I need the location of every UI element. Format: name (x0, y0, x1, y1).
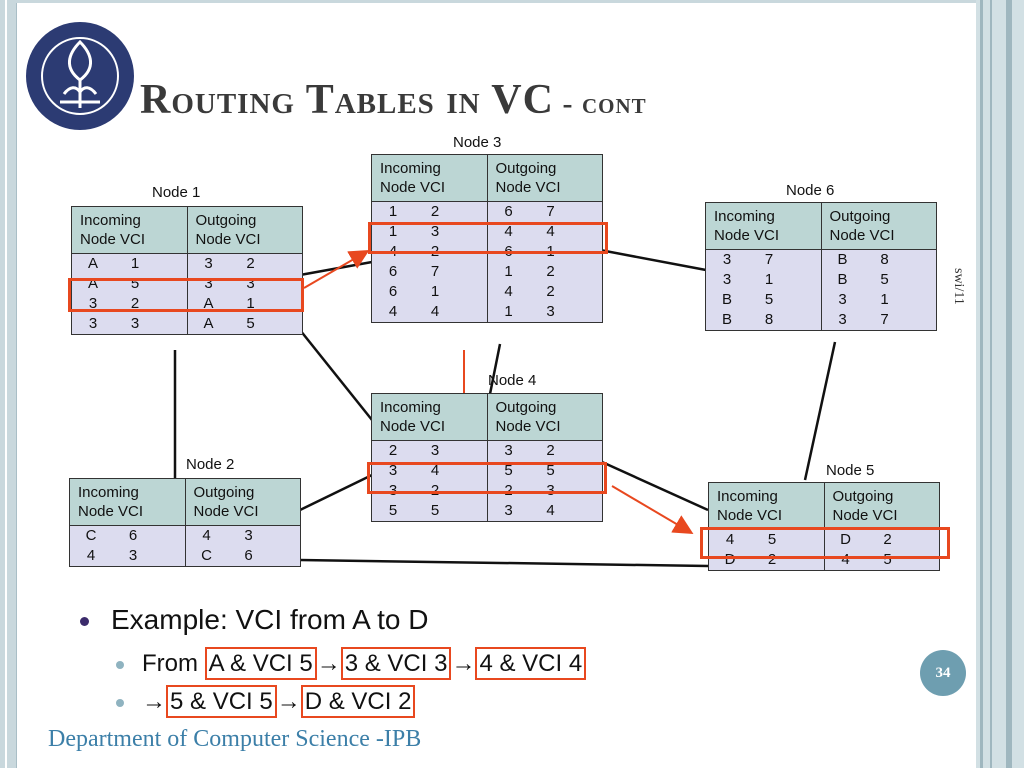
title-main: Routing Tables in VC (140, 77, 554, 123)
title-suffix: - cont (553, 87, 647, 120)
right-stripe (1006, 0, 1012, 768)
node3-label: Node 3 (453, 134, 502, 151)
left-border-line (5, 0, 7, 768)
left-border (0, 0, 17, 768)
arrow-glyph: → (142, 688, 166, 715)
page-number: 34 (920, 650, 966, 696)
right-border (976, 0, 1024, 768)
example-line1: From A & VCI 5→3 & VCI 3→4 & VCI 4 (116, 647, 587, 680)
step-box: 4 & VCI 4 (475, 647, 587, 680)
line1-prefix: From (142, 650, 205, 677)
highlight-node1-row (68, 278, 304, 312)
route-arrow-1 (303, 249, 370, 289)
route-arrow-3 (611, 485, 694, 535)
node6-label: Node 6 (786, 182, 835, 199)
link-node4-node5 (601, 460, 709, 512)
link-node1-node4 (299, 329, 373, 421)
node1-label: Node 1 (152, 184, 201, 201)
bullet-dot (80, 617, 89, 627)
right-stripe (980, 0, 983, 768)
node4-label: Node 4 (488, 372, 537, 389)
highlight-node5-row (700, 527, 950, 559)
link-node3-node6 (599, 248, 707, 272)
node2-label: Node 2 (186, 456, 235, 473)
link-node3-node4 (488, 343, 502, 395)
example-line2: →5 & VCI 5→D & VCI 2 (116, 685, 416, 718)
link-node2-node4 (299, 473, 373, 512)
bullet-dot (116, 660, 124, 669)
arrow-glyph: → (316, 650, 341, 677)
side-note: swi/11 (951, 268, 966, 305)
step-box: D & VCI 2 (300, 685, 416, 718)
link-node2-node5 (299, 558, 709, 568)
footer-text: Department of Computer Science -IPB (48, 726, 422, 752)
right-stripe (990, 0, 992, 768)
bullet-dot (116, 698, 124, 707)
ipb-logo (26, 22, 134, 130)
highlight-node3-row (368, 222, 608, 254)
arrow-glyph: → (451, 650, 476, 677)
arrow-glyph: → (276, 688, 301, 715)
top-border (16, 0, 976, 3)
step-box: 5 & VCI 5 (166, 685, 277, 718)
node5-label: Node 5 (826, 462, 875, 479)
step-box: 3 & VCI 3 (340, 647, 452, 680)
step-box: A & VCI 5 (204, 647, 317, 680)
highlight-node4-row (367, 462, 607, 494)
slide-title: Routing Tables in VC - cont (140, 76, 647, 124)
example-heading: Example: VCI from A to D (80, 604, 428, 636)
link-node6-node5 (803, 341, 837, 481)
